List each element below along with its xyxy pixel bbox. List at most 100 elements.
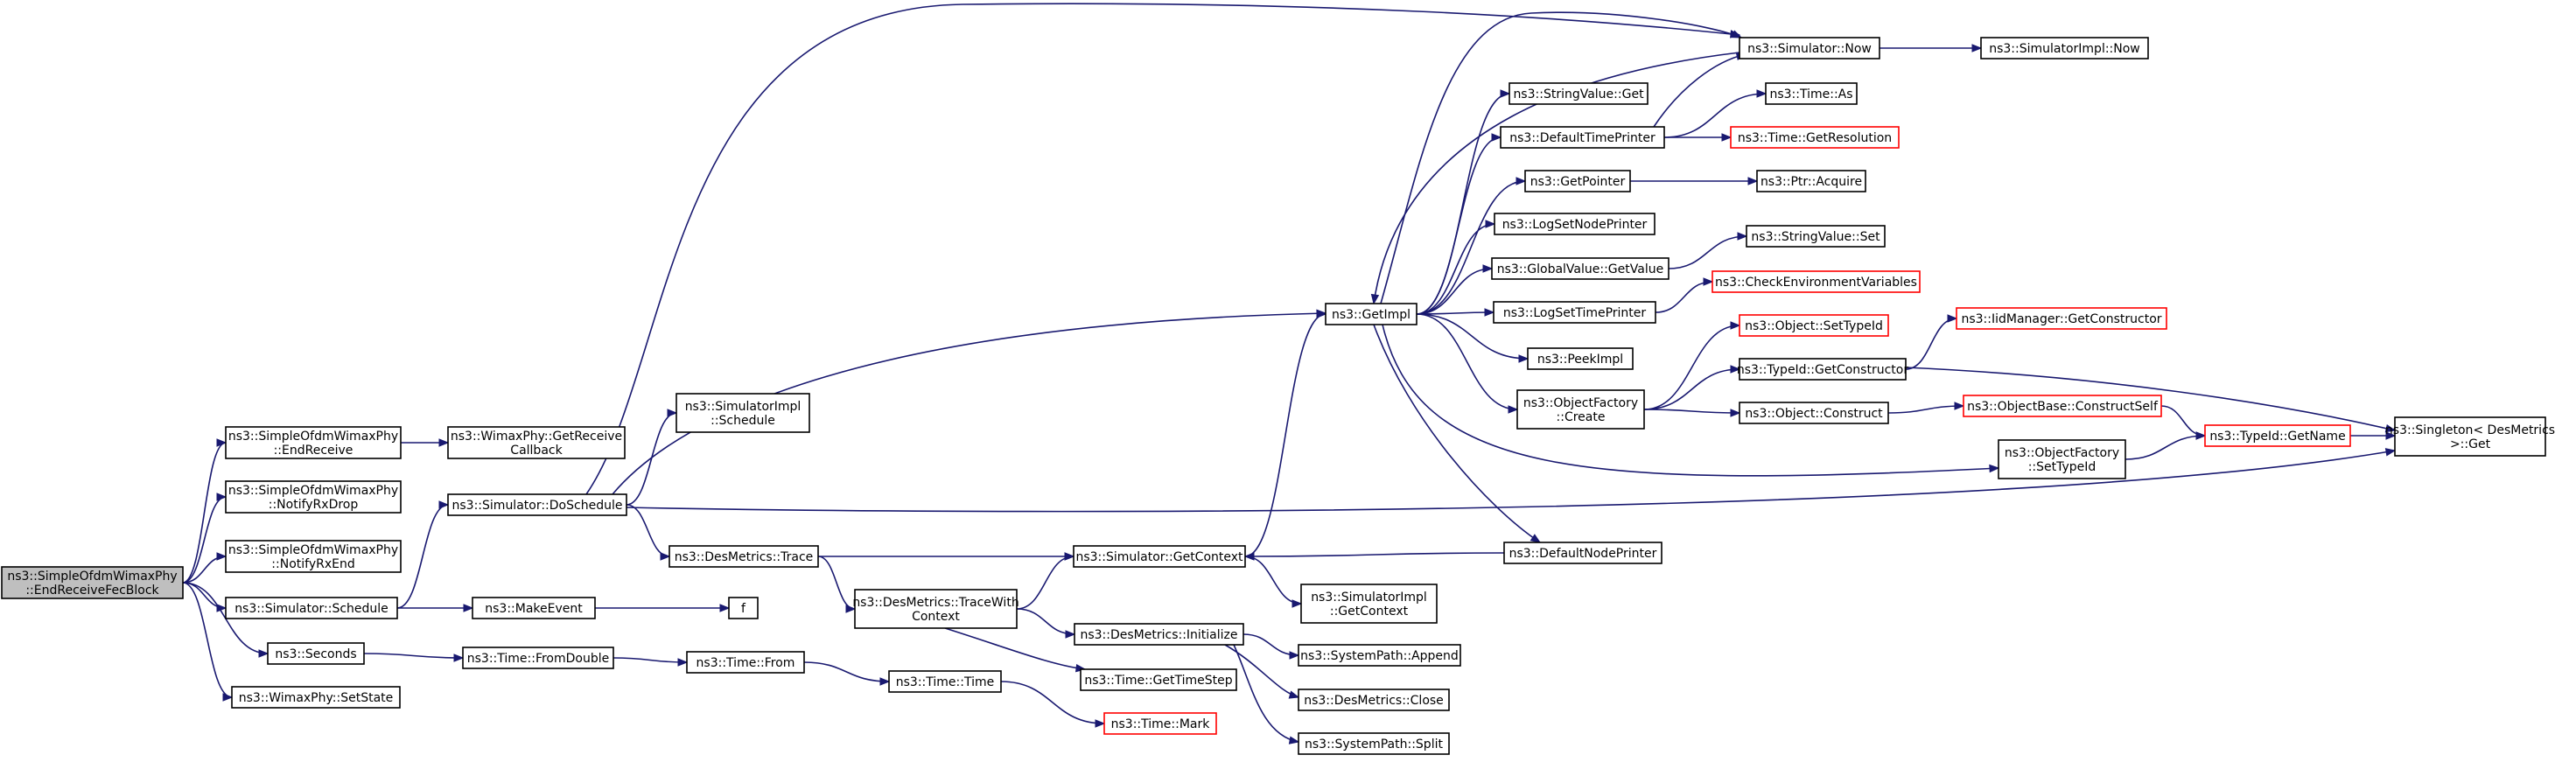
node-seconds[interactable]: ns3::Seconds — [267, 642, 365, 665]
edge-endReceive-to-getReceiveCallback-arrowhead — [438, 438, 450, 447]
node-timeAs[interactable]: ns3::Time::As — [1765, 82, 1858, 105]
edge-objectFactoryCreate-to-objectConstruct — [1643, 409, 1740, 414]
edge-fromDouble-to-timeFrom-arrowhead — [677, 658, 689, 667]
node-getContext[interactable]: ns3::Simulator::GetContext — [1073, 545, 1246, 568]
node-simImplNow[interactable]: ns3::SimulatorImpl::Now — [1980, 37, 2149, 59]
node-simNow-box — [1739, 37, 1880, 59]
node-peekImpl[interactable]: ns3::PeekImpl — [1527, 347, 1634, 370]
node-typeIdGetName[interactable]: ns3::TypeId::GetName — [2204, 424, 2351, 447]
edge-defaultTimePrinter-to-simNow — [1653, 53, 1746, 128]
node-getPointer[interactable]: ns3::GetPointer — [1524, 170, 1631, 192]
edge-schedule-to-doSchedule — [396, 504, 449, 609]
node-notifyRxDrop[interactable]: ns3::SimpleOfdmWimaxPhy::NotifyRxDrop — [225, 480, 402, 514]
node-stringValueGet[interactable]: ns3::StringValue::Get — [1508, 82, 1648, 105]
node-objectFactoryCreate[interactable]: ns3::ObjectFactory::Create — [1516, 389, 1645, 430]
node-endReceive[interactable]: ns3::SimpleOfdmWimaxPhy::EndReceive — [225, 426, 402, 459]
node-defaultNodePrinter-label-line-0: ns3::DefaultNodePrinter — [1509, 547, 1657, 561]
edge-getContext-to-getImpl — [1244, 313, 1326, 557]
node-schedule[interactable]: ns3::Simulator::Schedule — [225, 597, 398, 619]
node-objectSetTypeId[interactable]: ns3::Object::SetTypeId — [1739, 314, 1889, 337]
node-getResolution-label-line-0: ns3::Time::GetResolution — [1738, 131, 1892, 145]
edge-simNow-to-simImplNow-arrowhead — [1971, 44, 1983, 52]
node-checkEnvVars[interactable]: ns3::CheckEnvironmentVariables — [1712, 270, 1921, 293]
node-systemPathAppend[interactable]: ns3::SystemPath::Append — [1298, 644, 1461, 667]
node-ptrAcquire-label-line-0: ns3::Ptr::Acquire — [1760, 175, 1862, 189]
node-getContext-label-line-0: ns3::Simulator::GetContext — [1075, 550, 1243, 564]
node-defaultTimePrinter-box — [1500, 126, 1665, 149]
edge-getImpl-to-defaultNodePrinter-arrowhead — [1530, 534, 1542, 543]
node-setState[interactable]: ns3::WimaxPhy::SetState — [231, 686, 401, 709]
node-doSchedule-label-line-0: ns3::Simulator::DoSchedule — [452, 499, 623, 513]
node-objectBaseConstructSelf[interactable]: ns3::ObjectBase::ConstructSelf — [1963, 395, 2162, 417]
edge-getImpl-to-objectFactorySetTypeId-arrowhead — [1989, 464, 2000, 473]
node-simImplGetContext[interactable]: ns3::SimulatorImpl::GetContext — [1300, 584, 1438, 624]
node-getResolution[interactable]: ns3::Time::GetResolution — [1730, 126, 1900, 149]
node-iidManagerGetConstructor[interactable]: ns3::IidManager::GetConstructor — [1956, 307, 2167, 330]
node-singletonGet-box — [2394, 416, 2546, 457]
edge-getImpl-to-getPointer-arrowhead — [1516, 177, 1527, 185]
node-defaultTimePrinter[interactable]: ns3::DefaultTimePrinter — [1500, 126, 1665, 149]
node-defaultNodePrinter[interactable]: ns3::DefaultNodePrinter — [1503, 542, 1662, 564]
node-systemPathSplit[interactable]: ns3::SystemPath::Split — [1298, 732, 1450, 755]
node-objectFactorySetTypeId[interactable]: ns3::ObjectFactory::SetTypeId — [1998, 439, 2126, 479]
edge-doSchedule-to-simImplSchedule — [626, 412, 677, 506]
node-typeIdGetConstructor[interactable]: ns3::TypeId::GetConstructor — [1737, 358, 1908, 381]
node-desClose[interactable]: ns3::DesMetrics::Close — [1298, 689, 1450, 711]
node-checkEnvVars-label-line-0: ns3::CheckEnvironmentVariables — [1715, 276, 1917, 290]
edges-layer — [182, 3, 2397, 745]
node-makeEvent-label-line-0: ns3::MakeEvent — [485, 602, 583, 616]
node-notifyRxEnd-label-line-0: ns3::SimpleOfdmWimaxPhy — [228, 543, 398, 557]
node-logSetNodePrinter-label-line-0: ns3::LogSetNodePrinter — [1502, 218, 1648, 232]
node-typeIdGetConstructor-label-line-0: ns3::TypeId::GetConstructor — [1737, 363, 1908, 377]
node-getImpl[interactable]: ns3::GetImpl — [1325, 303, 1418, 325]
node-globalValueGetValue-box — [1491, 257, 1670, 280]
node-logSetNodePrinter[interactable]: ns3::LogSetNodePrinter — [1494, 213, 1656, 235]
node-getTimeStep[interactable]: ns3::Time::GetTimeStep — [1080, 668, 1237, 691]
node-globalValueGetValue[interactable]: ns3::GlobalValue::GetValue — [1491, 257, 1670, 280]
node-getImpl-box — [1325, 303, 1418, 325]
node-simImplGetContext-box — [1300, 584, 1438, 624]
node-simNow[interactable]: ns3::Simulator::Now — [1739, 37, 1880, 59]
node-objectBaseConstructSelf-box — [1963, 395, 2162, 417]
node-doSchedule[interactable]: ns3::Simulator::DoSchedule — [447, 493, 627, 516]
node-schedule-box — [225, 597, 398, 619]
node-stringValueSet[interactable]: ns3::StringValue::Set — [1746, 225, 1886, 248]
edge-timeFrom-to-timeTime — [803, 661, 890, 682]
edge-typeIdGetConstructor-to-iidManagerGetConstructor-arrowhead — [1947, 314, 1958, 323]
node-defaultTimePrinter-label-line-0: ns3::DefaultTimePrinter — [1509, 131, 1656, 145]
node-singletonGet-label-line-1: >::Get — [2450, 437, 2491, 451]
node-f[interactable]: f — [728, 597, 759, 619]
edge-defaultTimePrinter-to-timeAs — [1663, 93, 1767, 138]
node-singletonGet[interactable]: ns3::Singleton< DesMetrics >::Get — [2385, 416, 2555, 457]
node-simImplGetContext-label-line-1: ::GetContext — [1330, 605, 1409, 619]
node-logSetTimePrinter[interactable]: ns3::LogSetTimePrinter — [1493, 301, 1656, 324]
edge-globalValueGetValue-to-stringValueSet — [1668, 235, 1747, 269]
node-simNow-label-line-0: ns3::Simulator::Now — [1747, 42, 1872, 56]
node-notifyRxDrop-box — [225, 480, 402, 514]
node-notifyRxEnd[interactable]: ns3::SimpleOfdmWimaxPhy::NotifyRxEnd — [225, 540, 402, 573]
node-simImplSchedule[interactable]: ns3::SimulatorImpl::Schedule — [676, 393, 810, 433]
node-typeIdGetName-label-line-0: ns3::TypeId::GetName — [2209, 430, 2345, 444]
node-timeMark[interactable]: ns3::Time::Mark — [1103, 712, 1217, 735]
node-objectConstruct[interactable]: ns3::Object::Construct — [1739, 402, 1889, 424]
node-desTrace[interactable]: ns3::DesMetrics::Trace — [668, 545, 819, 568]
edge-getImpl-to-logSetNodePrinter-arrowhead — [1485, 220, 1496, 228]
node-timeFrom[interactable]: ns3::Time::From — [686, 651, 805, 674]
edge-desInit-to-systemPathSplit-arrowhead — [1288, 736, 1300, 745]
node-desInit[interactable]: ns3::DesMetrics::Initialize — [1074, 623, 1244, 646]
edge-getImpl-to-globalValueGetValue-arrowhead — [1482, 264, 1494, 273]
node-getTimeStep-label-line-0: ns3::Time::GetTimeStep — [1084, 674, 1232, 688]
node-makeEvent[interactable]: ns3::MakeEvent — [472, 597, 596, 619]
node-ptrAcquire[interactable]: ns3::Ptr::Acquire — [1756, 170, 1866, 192]
node-logSetTimePrinter-box — [1493, 301, 1656, 324]
node-fromDouble[interactable]: ns3::Time::FromDouble — [462, 647, 614, 669]
node-desTrace-label-line-0: ns3::DesMetrics::Trace — [675, 550, 814, 564]
node-timeTime[interactable]: ns3::Time::Time — [888, 670, 1002, 693]
node-stringValueSet-box — [1746, 225, 1886, 248]
node-notifyRxDrop-label-line-0: ns3::SimpleOfdmWimaxPhy — [228, 484, 398, 498]
node-stringValueSet-label-line-0: ns3::StringValue::Set — [1751, 230, 1880, 244]
edge-schedule-to-makeEvent-arrowhead — [463, 604, 474, 612]
node-simImplNow-label-line-0: ns3::SimulatorImpl::Now — [1989, 42, 2140, 56]
